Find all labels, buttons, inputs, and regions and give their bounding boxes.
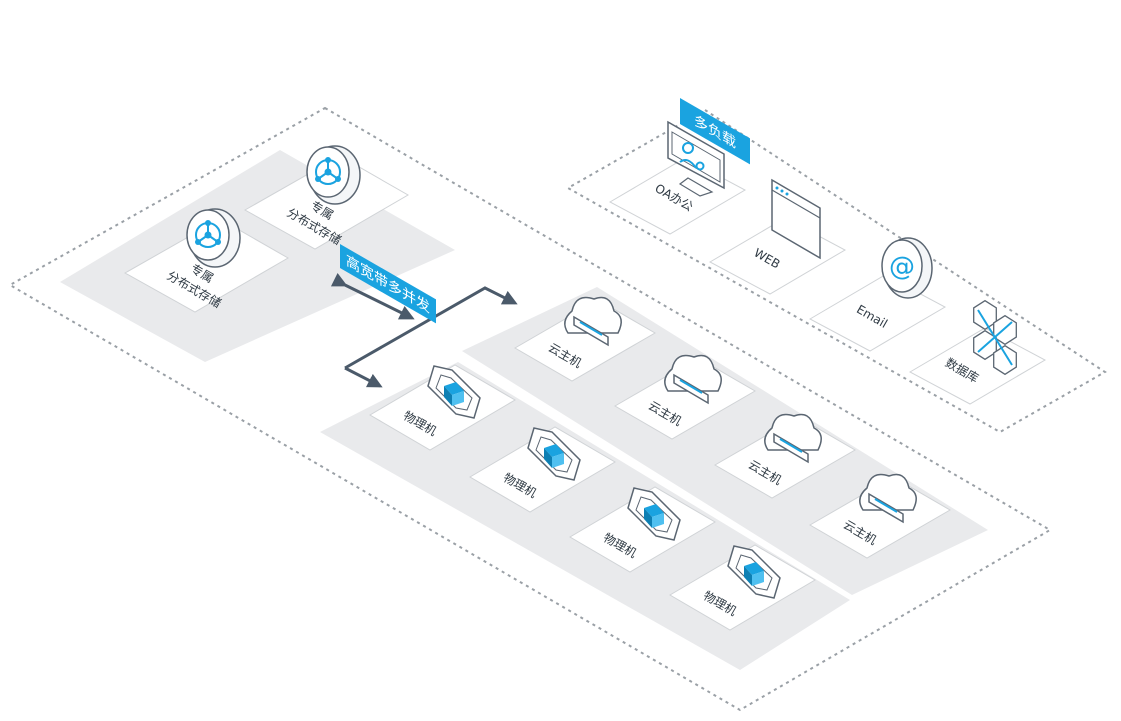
cloud-server-icon [564,296,622,347]
share-circle-icon [186,208,241,268]
at-sign-icon: @ [881,237,933,299]
cloud-server-icon [859,473,917,524]
physical-node: 物理机 [569,486,716,573]
physical-card [669,544,816,631]
flow-arrow-to-cloud [344,286,518,370]
cube-server-icon [627,487,681,541]
hexagon-cluster-icon [973,299,1017,376]
physical-card [469,426,616,513]
monitor-user-gear-icon [667,120,725,197]
flow-arrow-to-physical [344,366,383,388]
bidirectional-arrow [330,272,415,320]
app-web: WEB [708,178,847,295]
cloud-host-node: 云主机 [514,296,656,382]
cloud-host-node: 云主机 [614,354,756,440]
app-oa: OA办公 [608,120,747,235]
cloud-host-node: 云主机 [714,413,856,499]
physical-node: 物理机 [469,426,616,513]
share-circle-icon [306,145,361,205]
cube-server-icon [427,365,481,419]
physical-node: 物理机 [669,544,816,631]
browser-window-icon [771,178,821,260]
physical-card [369,364,516,451]
cloud-server-icon [664,354,722,405]
multi-load-tag-bg [680,98,750,165]
app-card [908,327,1047,405]
app-db: 数据库 [908,299,1047,405]
cloud-host-node: 云主机 [809,473,951,559]
cloud-server-icon [764,413,822,464]
connection-arrows [330,272,518,388]
cube-server-icon [727,545,781,599]
physical-card [569,486,716,573]
cube-server-icon [527,427,581,481]
at-glyph: @ [889,252,915,282]
bandwidth-tag-bg [340,244,436,324]
app-email: @Email [808,237,947,352]
physical-node: 物理机 [369,364,516,451]
main-zone-border [7,106,1052,712]
